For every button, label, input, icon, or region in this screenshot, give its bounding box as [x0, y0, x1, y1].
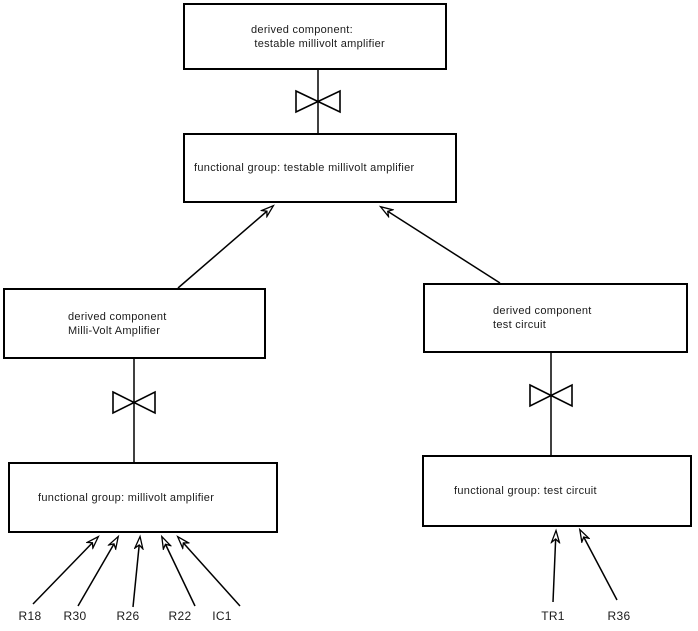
link-tr1-to-fg-test [553, 531, 556, 603]
node-label-line: functional group: testable millivolt amp… [194, 162, 415, 174]
node-derived-component-milli-volt-amplifier: derived component Milli-Volt Amplifier [3, 288, 266, 359]
node-label-line: testable millivolt amplifier [251, 37, 386, 50]
link-r30-to-fg-mva [77, 537, 118, 607]
component-label-r36: R36 [607, 609, 631, 623]
node-label-line: functional group: millivolt amplifier [38, 491, 215, 504]
link-r18-to-fg-mva [32, 537, 98, 605]
node-functional-group-test-circuit: functional group: test circuit [422, 455, 692, 527]
component-label-r18: R18 [18, 609, 42, 623]
node-label-line: derived component [68, 310, 167, 323]
bowtie-connector-icon [112, 390, 156, 415]
component-label-r22: R22 [168, 609, 192, 623]
node-label-line: derived component: [251, 23, 354, 36]
node-derived-component-test-circuit: derived component test circuit [423, 283, 688, 353]
component-label-r30: R30 [63, 609, 87, 623]
link-r26-to-fg-mva [132, 537, 140, 608]
node-label-line: functional group: test circuit [454, 485, 597, 497]
link-r22-to-fg-mva [162, 537, 196, 607]
component-label-ic1: IC1 [212, 609, 232, 623]
link-derived-mva-to-fg-testable [177, 206, 273, 289]
node-label-line: derived component [493, 305, 592, 317]
component-label-r26: R26 [116, 609, 140, 623]
node-derived-component-testable-millivolt-amplifier: derived component: testable millivolt am… [183, 3, 447, 70]
bowtie-connector-icon [529, 383, 573, 408]
bowtie-connector-icon [295, 89, 341, 114]
node-label-line: test circuit [493, 319, 547, 331]
link-ic1-to-fg-mva [178, 537, 241, 607]
link-r36-to-fg-test [580, 530, 618, 601]
component-label-tr1: TR1 [541, 609, 565, 623]
node-label-line: Milli-Volt Amplifier [68, 324, 161, 337]
node-functional-group-millivolt-amplifier: functional group: millivolt amplifier [8, 462, 278, 533]
node-functional-group-testable-millivolt-amplifier: functional group: testable millivolt amp… [183, 133, 457, 203]
link-derived-test-to-fg-testable [381, 207, 501, 284]
